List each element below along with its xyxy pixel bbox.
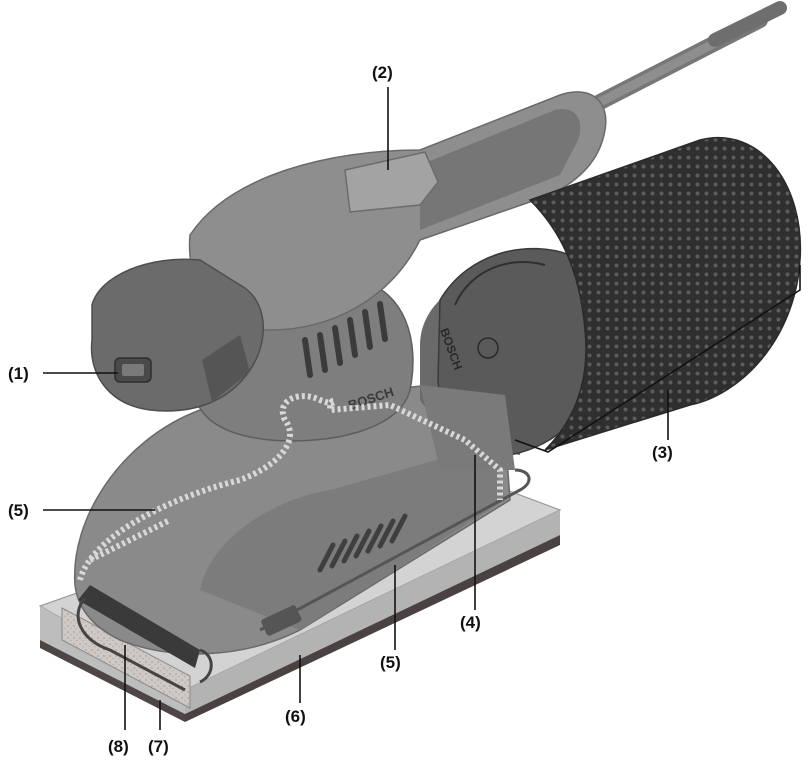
- callout-5-bottom: (5): [380, 653, 401, 672]
- callout-8: (8): [108, 737, 129, 756]
- callout-5-left: (5): [8, 501, 29, 520]
- dust-channel-path: [77, 393, 503, 581]
- callout-7: (7): [148, 737, 169, 756]
- callout-labels: (1) (2) (3) (4) (5) (5) (6) (8) (7): [8, 63, 673, 756]
- callout-3: (3): [652, 443, 673, 462]
- callout-4: (4): [460, 613, 481, 632]
- front-cap: [90, 258, 265, 412]
- canister-bracket: [514, 265, 801, 453]
- callout-6: (6): [285, 707, 306, 726]
- leader-lines: [43, 87, 669, 730]
- power-switch: [344, 151, 439, 213]
- callout-1: (1): [8, 364, 29, 383]
- motor-vent: [302, 301, 388, 378]
- clamp-lever: [76, 468, 531, 692]
- callout-2: (2): [372, 63, 393, 82]
- vent-slots: [317, 513, 408, 573]
- handle: [188, 91, 607, 331]
- dust-canister: BOSCH: [420, 137, 802, 470]
